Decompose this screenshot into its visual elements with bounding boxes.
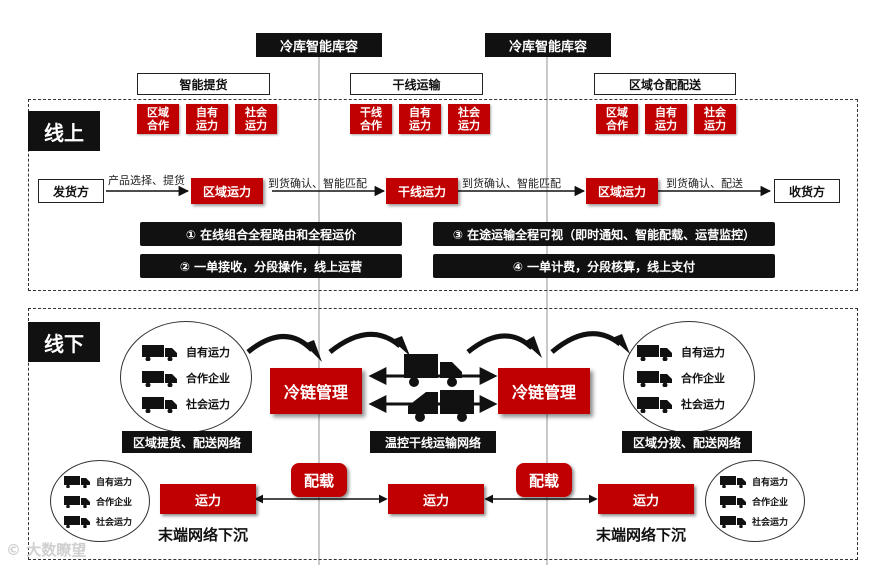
capacity-chip: 社会 运力: [694, 104, 736, 134]
receiver-box: 收货方: [774, 179, 840, 203]
watermark: © 大数瞭望: [6, 541, 87, 559]
watermark-logo-icon: ©: [6, 541, 21, 559]
arrow-icon: [304, 340, 322, 362]
curved-arrow-icon: [328, 331, 402, 354]
load-matching-badge: 配载: [291, 463, 347, 497]
edge-label: 到货确认、配送: [666, 177, 743, 190]
capacity-label: 社会运力: [752, 518, 789, 528]
truck-icon: [64, 496, 90, 508]
capacity-box: 运力: [388, 484, 484, 514]
offline-section-label: 线下: [28, 322, 100, 362]
truck-icon: [720, 496, 746, 508]
capacity-label: 社会运力: [186, 398, 230, 411]
capacity-label: 自有运力: [681, 346, 725, 359]
truck-icon: [404, 354, 462, 387]
truck-icon: [637, 345, 672, 361]
cold-storage-label-right: 冷库智能库容: [485, 33, 611, 57]
truck-icon: [142, 371, 177, 387]
capacity-chip: 自有 运力: [186, 104, 228, 134]
truck-icon: [720, 516, 746, 528]
capacity-label: 自有运力: [96, 478, 133, 488]
online-section-label: 线上: [28, 111, 100, 151]
online-section: [28, 99, 858, 291]
regional-capacity-node: 区域运力: [191, 178, 263, 204]
capacity-chip: 区域 合作: [137, 104, 179, 134]
capacity-row: 合作企业: [64, 495, 132, 508]
caption-trunk-network: 温控干线运输网络: [370, 431, 496, 453]
trunk-capacity-node: 干线运力: [386, 178, 458, 204]
capacity-label: 社会运力: [96, 518, 133, 528]
capacity-row: 自有运力: [64, 475, 132, 488]
caption-regional-pickup: 区域提货、配送网络: [122, 431, 252, 453]
feature-bar: ① 在线组合全程路由和全程运价: [140, 222, 402, 246]
curved-arrow-icon: [246, 334, 314, 354]
capacity-box: 运力: [160, 484, 256, 514]
last-mile-label: 末端网络下沉: [158, 526, 249, 544]
capacity-row: 合作企业: [142, 369, 230, 387]
cold-storage-label-left: 冷库智能库容: [256, 33, 382, 57]
capacity-label: 社会运力: [681, 398, 725, 411]
separator-line-left: [318, 55, 320, 565]
load-matching-badge: 配载: [516, 463, 572, 497]
feature-bar: ② 一单接收，分段操作，线上运营: [140, 254, 402, 278]
capacity-row: 自有运力: [720, 475, 788, 488]
capacity-chip: 社会 运力: [235, 104, 277, 134]
capacity-row: 社会运力: [637, 395, 725, 413]
truck-icon: [637, 397, 672, 413]
shipper-box: 发货方: [38, 179, 104, 203]
capacity-row: 合作企业: [720, 495, 788, 508]
truck-icon: [64, 516, 90, 528]
caption-regional-distribution: 区域分拨、配送网络: [622, 431, 752, 453]
capacity-label: 合作企业: [681, 372, 725, 385]
capacity-row: 自有运力: [142, 343, 230, 361]
capacity-label: 合作企业: [96, 498, 133, 508]
truck-icon: [720, 476, 746, 488]
capacity-row: 自有运力: [637, 343, 725, 361]
edge-label: 产品选择、提货: [108, 174, 185, 187]
truck-icon: [408, 390, 474, 422]
arrow-icon: [524, 336, 542, 358]
truck-icon: [142, 345, 177, 361]
capacity-chip: 区域 合作: [596, 104, 638, 134]
offline-section: [28, 308, 858, 560]
truck-icon: [637, 371, 672, 387]
capacity-row: 社会运力: [720, 515, 788, 528]
capacity-row: 社会运力: [142, 395, 230, 413]
capacity-row: 社会运力: [64, 515, 132, 528]
last-mile-label: 末端网络下沉: [596, 526, 687, 544]
arrow-icon: [392, 336, 410, 356]
truck-icon: [64, 476, 90, 488]
truck-icon: [142, 397, 177, 413]
separator-line-right: [546, 55, 548, 565]
capacity-label: 合作企业: [752, 498, 789, 508]
curved-arrow-icon: [466, 333, 534, 354]
curved-arrow-icon: [550, 331, 622, 354]
edge-label: 到货确认、智能匹配: [462, 177, 561, 190]
cold-chain-management-right: 冷链管理: [498, 368, 590, 414]
cold-chain-management-left: 冷链管理: [270, 368, 362, 414]
feature-bar: ③ 在途运输全程可视（即时通知、智能配载、运营监控）: [433, 222, 775, 246]
capacity-label: 自有运力: [186, 346, 230, 359]
regional-warehouse-box: 区域仓配配送: [594, 73, 736, 95]
capacity-chip: 自有 运力: [645, 104, 687, 134]
capacity-chip: 自有 运力: [399, 104, 441, 134]
capacity-label: 自有运力: [752, 478, 789, 488]
capacity-row: 合作企业: [637, 369, 725, 387]
trunk-transport-box: 干线运输: [350, 73, 483, 95]
capacity-chip: 干线 合作: [350, 104, 392, 134]
capacity-box: 运力: [598, 484, 694, 514]
arrow-icon: [612, 334, 630, 354]
regional-capacity-node: 区域运力: [586, 178, 658, 204]
capacity-label: 合作企业: [186, 372, 230, 385]
capacity-chip: 社会 运力: [448, 104, 490, 134]
feature-bar: ④ 一单计费，分段核算，线上支付: [433, 254, 775, 278]
edge-label: 到货确认、智能匹配: [268, 177, 367, 190]
smart-pickup-box: 智能提货: [137, 73, 270, 95]
